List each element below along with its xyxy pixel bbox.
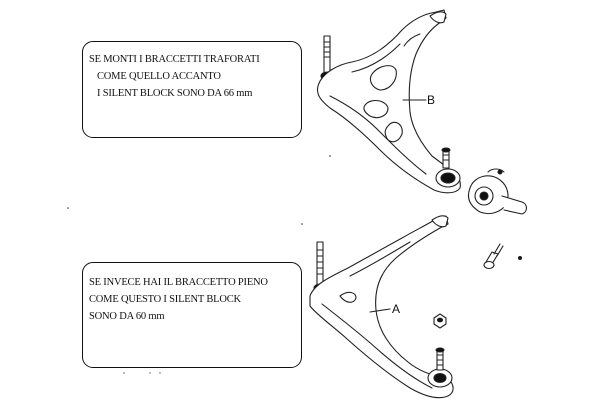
callout-a-label: A <box>392 302 400 316</box>
note-line: I SILENT BLOCK SONO DA 66 mm <box>97 88 253 99</box>
callout-a-leader <box>369 308 391 313</box>
arm-a-bushing-end <box>427 347 453 388</box>
arm-b-hole-2 <box>363 99 389 119</box>
bolt <box>483 243 523 270</box>
note-line: SE MONTI I BRACCETTI TRAFORATI <box>89 54 260 65</box>
note-line: SE INVECE HAI IL BRACCETTO PIENO <box>89 277 268 288</box>
note-line: SONO DA 60 mm <box>89 311 165 322</box>
arm-b-hole-3 <box>384 121 403 143</box>
perforated-arm-note: SE MONTI I BRACCETTI TRAFORATI COME QUEL… <box>82 41 302 138</box>
arm-b-body <box>316 9 461 194</box>
control-arm-a <box>309 215 454 399</box>
callout-b-label: B <box>427 93 435 107</box>
silent-block-bushing <box>467 168 528 215</box>
arm-b-bushing-end <box>435 147 461 188</box>
solid-arm-note: SE INVECE HAI IL BRACCETTO PIENO COME QU… <box>82 262 302 368</box>
note-line: COME QUESTO I SILENT BLOCK <box>89 294 241 305</box>
control-arm-b <box>316 9 461 194</box>
arm-a-body <box>309 215 454 399</box>
note-line: COME QUELLO ACCANTO <box>97 71 221 82</box>
arm-b-hole-1 <box>369 65 397 91</box>
nut <box>433 313 447 329</box>
